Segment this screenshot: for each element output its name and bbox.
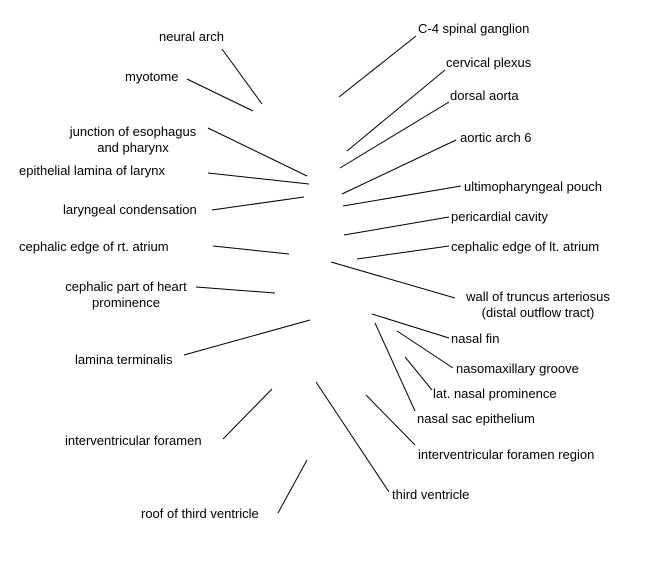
label-third-ventricle: third ventricle xyxy=(392,487,470,502)
label-wall-truncus-line1: wall of truncus arteriosus xyxy=(466,289,610,304)
label-nasal-sac-epithelium: nasal sac epithelium xyxy=(417,411,535,426)
leader-lamina-terminalis xyxy=(183,319,311,356)
label-cervical-plexus: cervical plexus xyxy=(446,55,532,70)
label-aortic-arch-6: aortic arch 6 xyxy=(460,130,532,145)
label-ultimopharyngeal-pouch: ultimopharyngeal pouch xyxy=(464,179,603,194)
label-lat-nasal-prominence: lat. nasal prominence xyxy=(433,386,557,401)
label-cephalic-part-heart-line1: cephalic part of heart xyxy=(65,279,187,294)
leader-dorsal-aorta xyxy=(339,101,450,169)
leader-roof-third-ventricle xyxy=(277,459,308,514)
leader-truncus xyxy=(330,261,456,299)
label-nasal-fin: nasal fin xyxy=(451,331,500,346)
leader-iv-foramen-region xyxy=(365,394,416,446)
leader-laryngeal-condensation xyxy=(211,196,305,211)
leader-cervical-plexus xyxy=(346,69,446,152)
leader-heart-prominence xyxy=(195,286,276,294)
label-junction-esophagus-line1: junction of esophagus xyxy=(69,124,197,139)
label-cephalic-part-heart: cephalic part of heart prominence xyxy=(48,279,204,311)
leader-rt-atrium xyxy=(212,245,290,255)
leader-aortic-arch xyxy=(341,139,457,195)
leader-neural-arch xyxy=(221,48,263,105)
leader-nasal-fin xyxy=(371,313,450,339)
label-c4-spinal-ganglion: C-4 spinal ganglion xyxy=(418,21,530,36)
label-nasomaxillary-groove: nasomaxillary groove xyxy=(456,361,579,376)
label-myotome: myotome xyxy=(125,69,179,84)
leader-interventricular-foramen xyxy=(222,388,273,440)
leader-c4-ganglion xyxy=(338,35,417,98)
label-interventricular-foramen-region: interventricular foramen region xyxy=(418,447,595,462)
leader-junction-esophagus xyxy=(207,127,308,177)
leader-pericardial xyxy=(343,216,450,236)
leader-nasal-sac xyxy=(374,322,416,412)
label-cephalic-edge-lt-atrium: cephalic edge of lt. atrium xyxy=(451,239,600,254)
label-dorsal-aorta: dorsal aorta xyxy=(450,88,519,103)
leader-third-ventricle xyxy=(315,381,390,493)
label-cephalic-part-heart-line2: prominence xyxy=(92,295,160,310)
label-junction-esophagus-line2: and pharynx xyxy=(97,140,169,155)
label-laryngeal-condensation: laryngeal condensation xyxy=(63,202,197,217)
leader-lat-nasal xyxy=(404,356,433,391)
label-neural-arch: neural arch xyxy=(159,29,225,44)
leader-epithelial-lamina xyxy=(207,172,310,185)
label-lamina-terminalis: lamina terminalis xyxy=(75,352,173,367)
leader-nasomaxillary xyxy=(396,330,454,369)
label-pericardial-cavity: pericardial cavity xyxy=(451,209,548,224)
label-cephalic-edge-rt-atrium: cephalic edge of rt. atrium xyxy=(19,239,169,254)
leader-myotome xyxy=(186,78,254,112)
label-interventricular-foramen: interventricular foramen xyxy=(65,433,202,448)
label-junction-esophagus: junction of esophagus and pharynx xyxy=(58,124,208,156)
leader-ultimopharyngeal xyxy=(342,185,462,207)
label-epithelial-lamina-larynx: epithelial lamina of larynx xyxy=(19,163,165,178)
label-wall-truncus: wall of truncus arteriosus (distal outfl… xyxy=(455,289,621,321)
label-roof-third-ventricle: roof of third ventricle xyxy=(141,506,259,521)
leader-lt-atrium xyxy=(356,245,450,260)
label-wall-truncus-line2: (distal outflow tract) xyxy=(481,305,595,320)
